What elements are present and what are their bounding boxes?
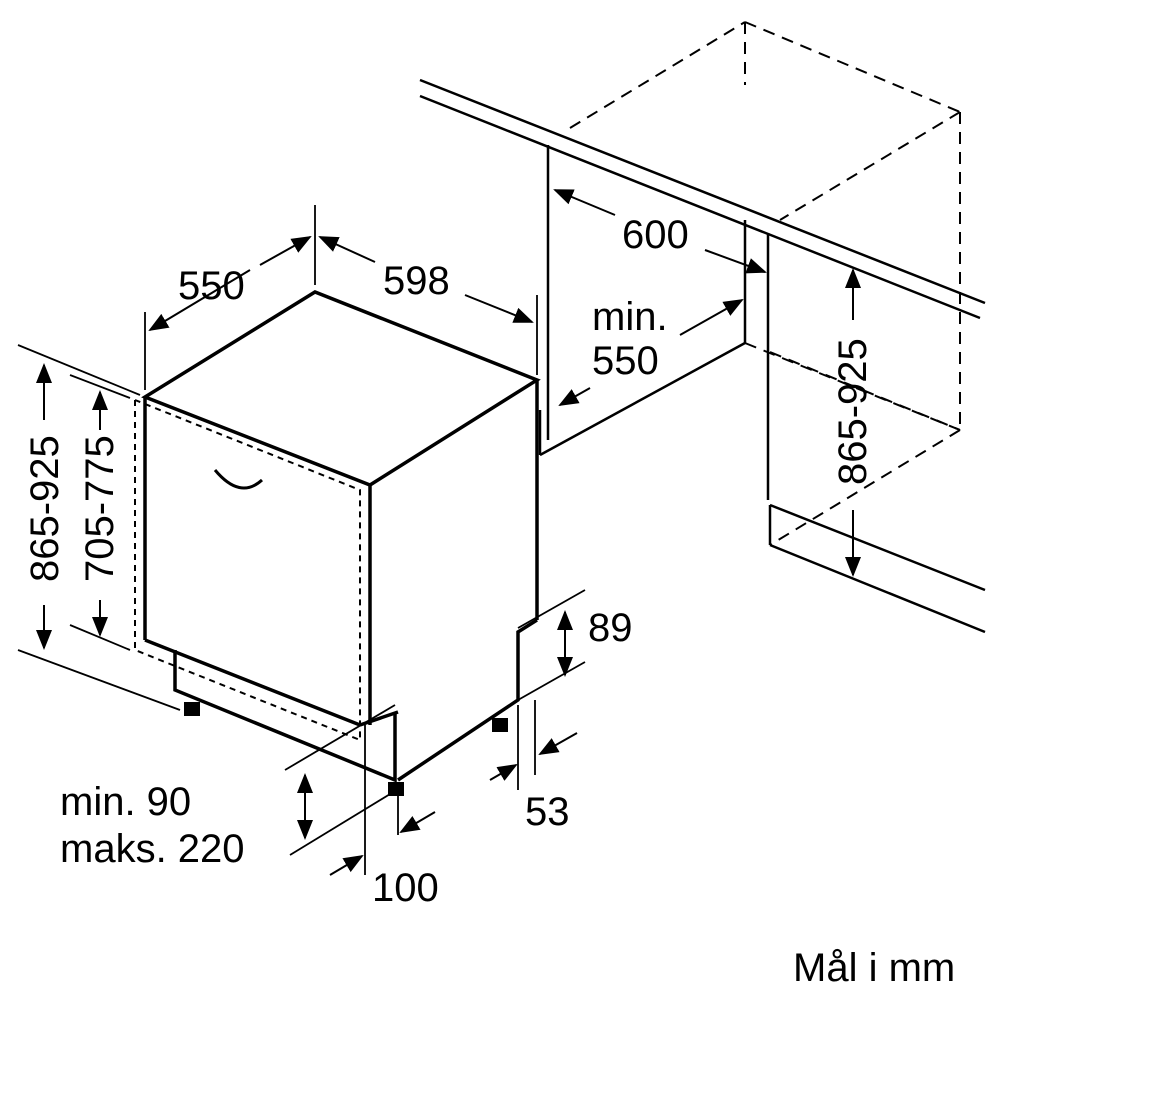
dimension-arrows — [36, 189, 861, 876]
total-height-label: 865-925 — [23, 435, 67, 582]
plinth-height-label: 89 — [588, 606, 633, 650]
niche-dashed-outline — [569, 21, 961, 546]
door-height-label: 705-775 — [78, 435, 122, 582]
foot-offset-label: 100 — [372, 866, 439, 910]
plinth-max-label: maks. 220 — [60, 827, 245, 871]
niche-height-label: 865-925 — [831, 338, 875, 485]
dishwasher — [141, 290, 541, 783]
niche-cabinets — [538, 145, 986, 634]
niche-depth-value-label: 550 — [592, 339, 659, 383]
feet — [184, 702, 508, 796]
width-label: 598 — [383, 259, 450, 303]
units-note: Mål i mm — [793, 946, 956, 990]
depth-label: 550 — [178, 264, 245, 308]
plinth-min-label: min. 90 — [60, 780, 192, 824]
niche-width-label: 600 — [622, 213, 689, 257]
door-dashed-outline — [134, 399, 361, 742]
extension-lines — [17, 205, 586, 875]
plinth-recess-label: 53 — [525, 790, 570, 834]
countertop — [419, 78, 986, 320]
niche-depth-min-label: min. — [592, 295, 668, 339]
